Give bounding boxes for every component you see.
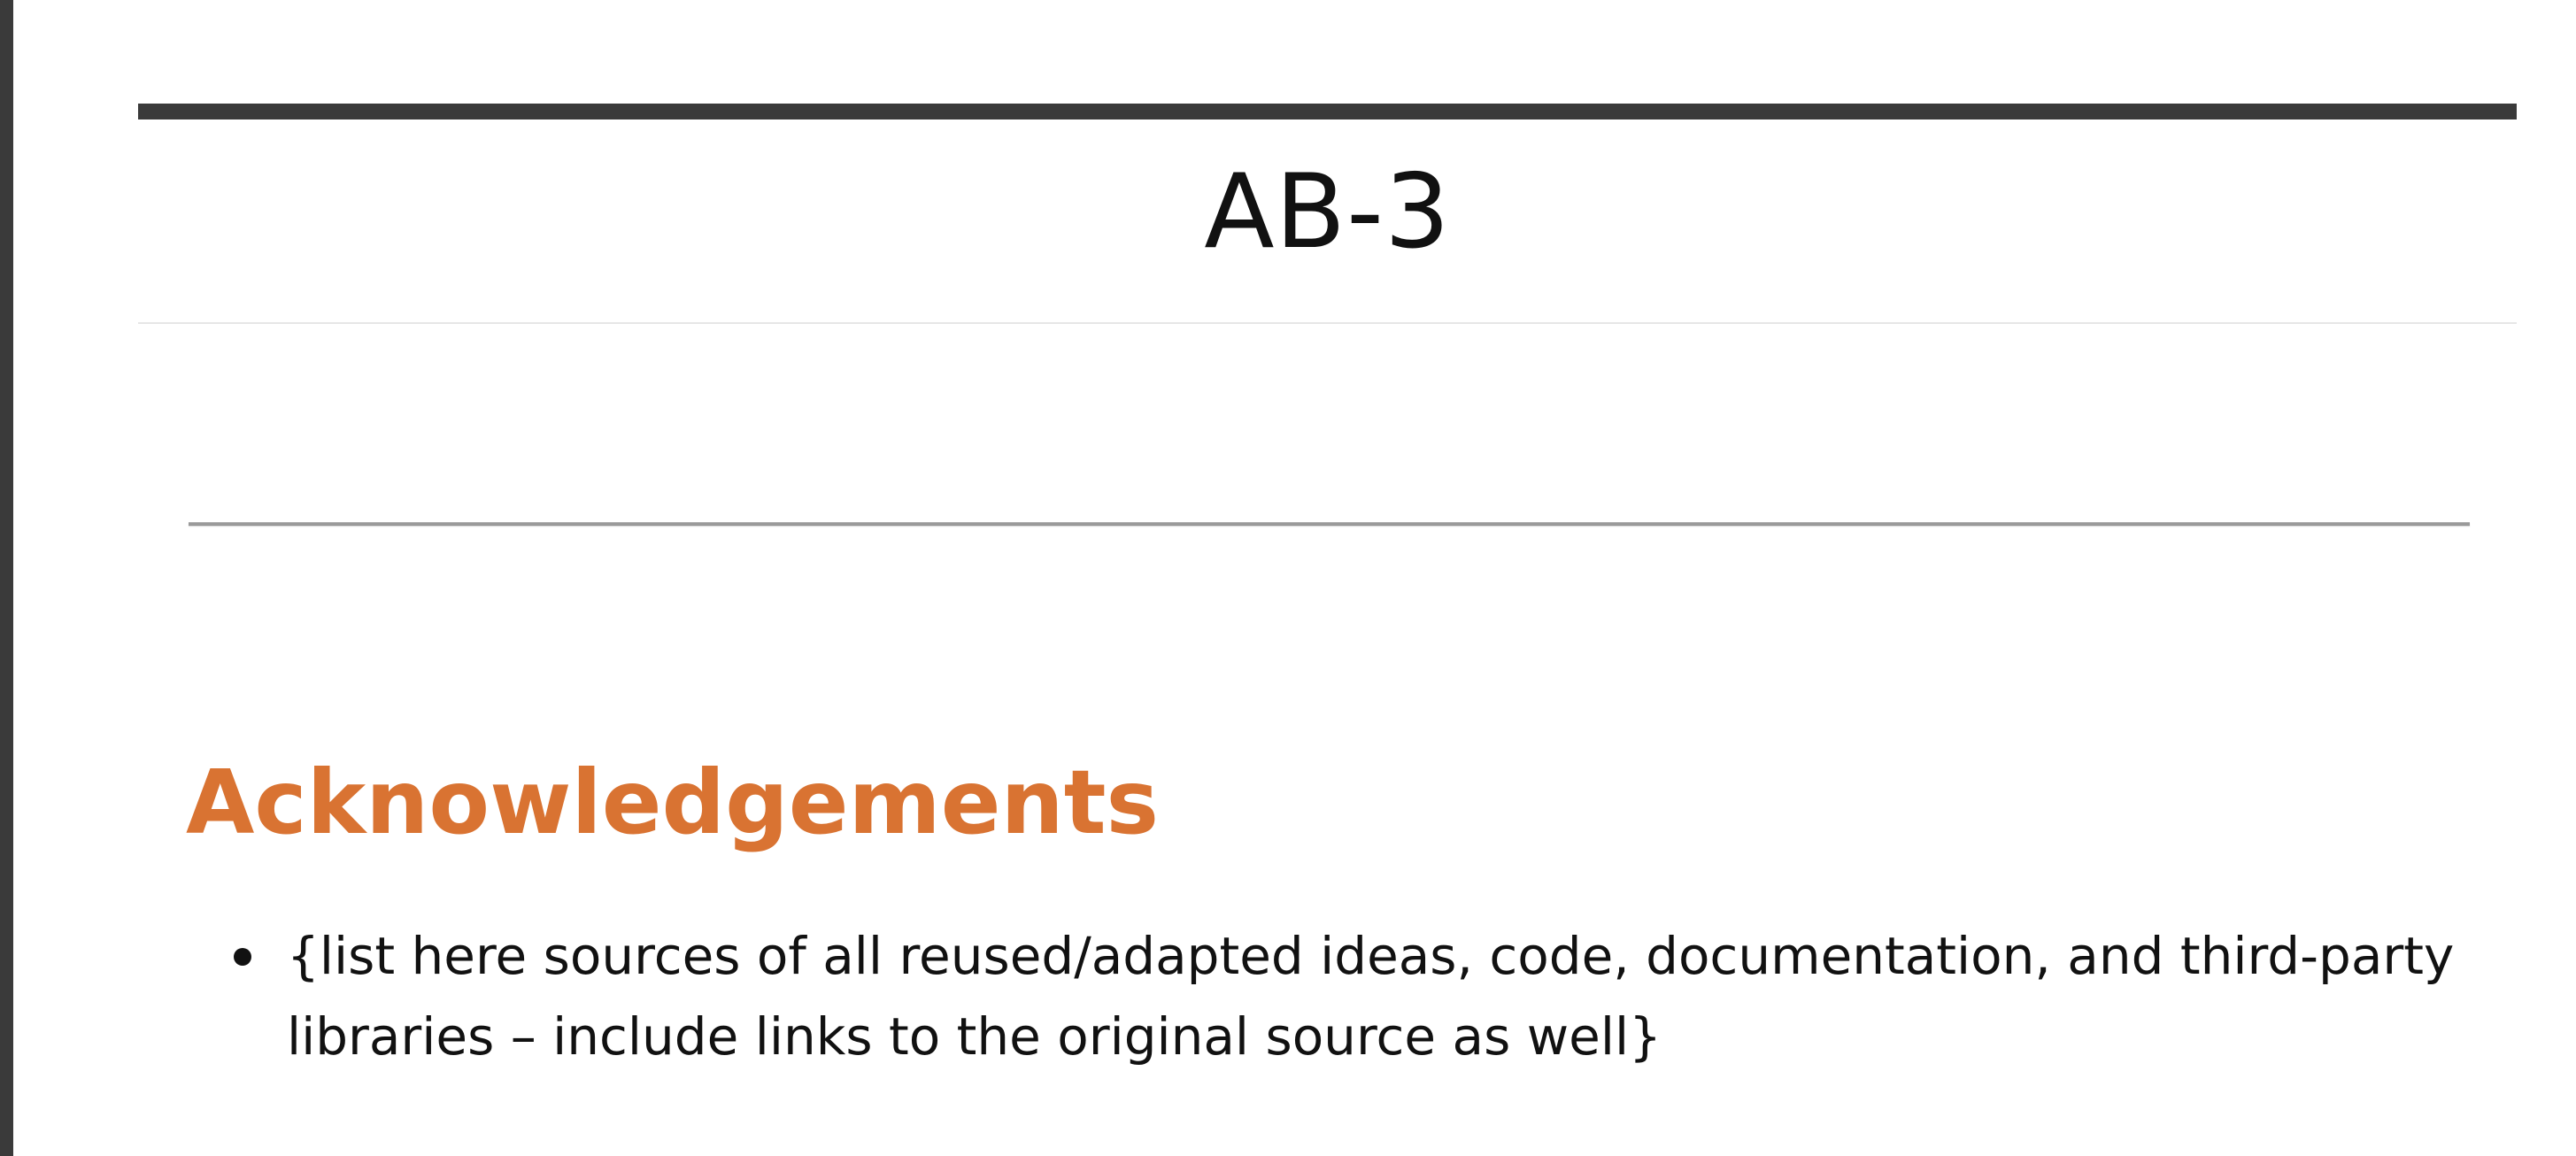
list-item-text: {list here sources of all reused/adapted…	[287, 926, 2455, 1067]
header-top-rule	[138, 104, 2517, 119]
site-title: AB-3	[1204, 152, 1451, 272]
acknowledgements-list: {list here sources of all reused/adapted…	[234, 916, 2470, 1077]
header-bottom-rule	[138, 322, 2517, 324]
bullet-icon	[234, 948, 251, 966]
section-divider	[189, 522, 2470, 526]
list-item: {list here sources of all reused/adapted…	[234, 916, 2470, 1077]
acknowledgements-heading: Acknowledgements	[186, 751, 1160, 854]
window-left-edge	[0, 0, 13, 1156]
